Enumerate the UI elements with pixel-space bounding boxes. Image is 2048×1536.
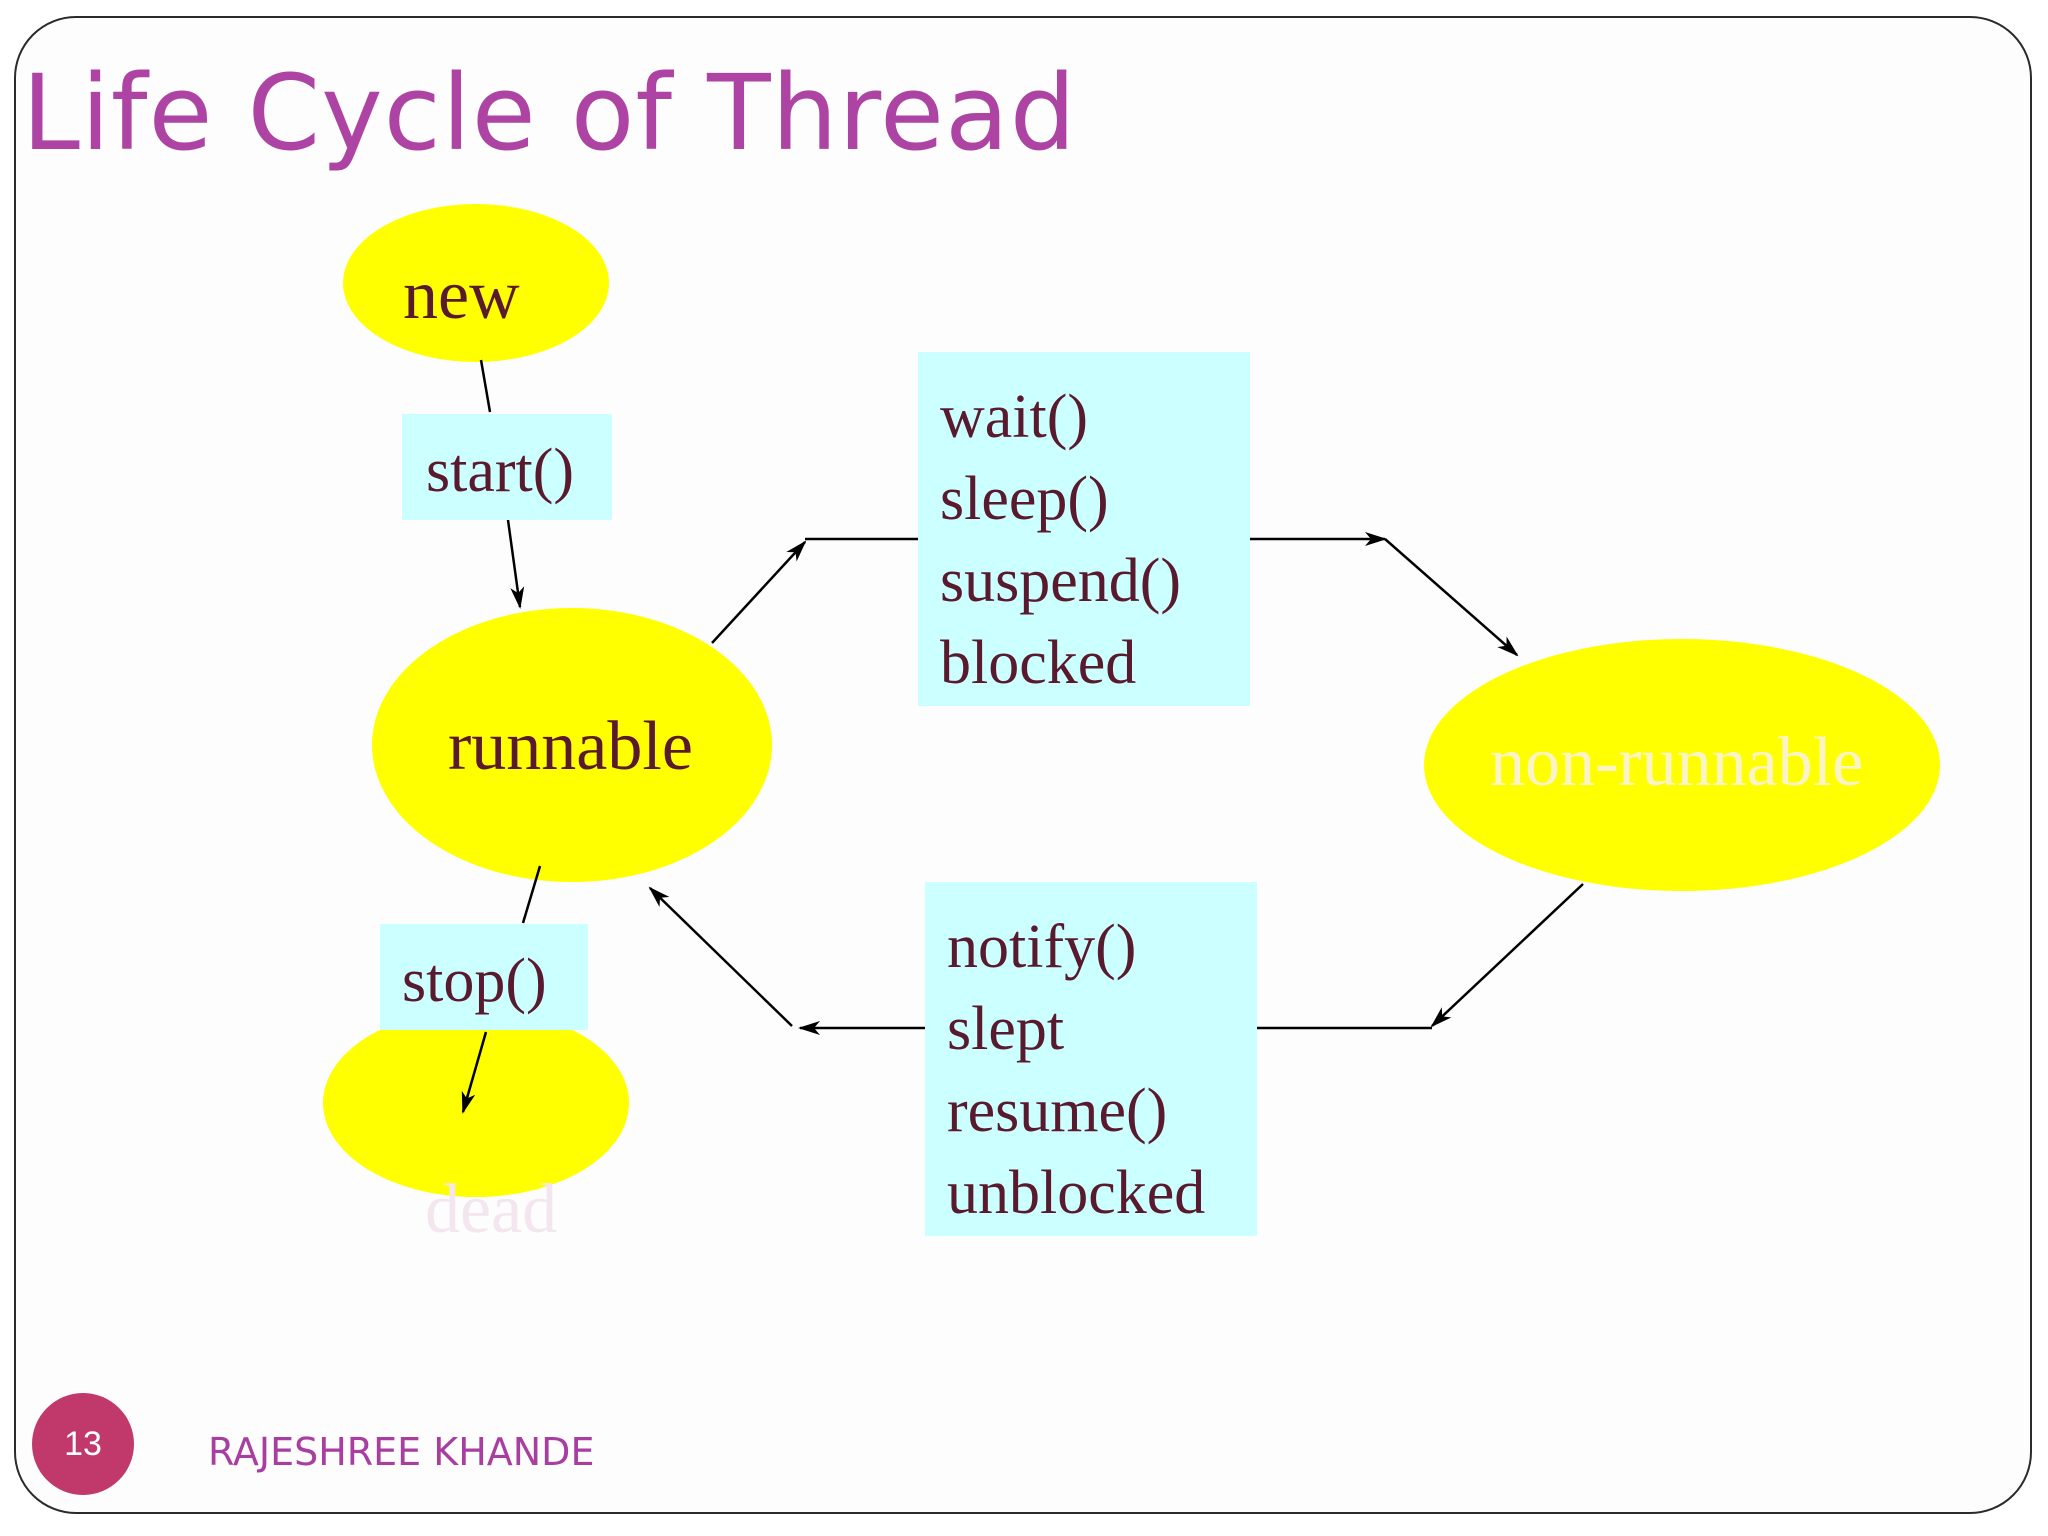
start-method-box: start(): [402, 414, 612, 520]
edge-runnable-to-wait-diagonal: [711, 540, 807, 644]
notify-method-label: notify(): [947, 913, 1137, 981]
stop-method-box: stop(): [380, 924, 588, 1030]
author-name: RAJESHREE KHANDE: [208, 1430, 595, 1474]
resume-method-label: resume(): [947, 1077, 1168, 1145]
to-non-runnable-box: wait() sleep() suspend() blocked: [918, 352, 1250, 706]
sleep-method-label: sleep(): [940, 465, 1109, 533]
unblocked-label: unblocked: [947, 1159, 1206, 1227]
page-number-badge: 13: [32, 1393, 134, 1495]
edge-notify-to-runnable-diagonal: [648, 886, 793, 1027]
state-non-runnable: [1424, 639, 1940, 891]
to-runnable-box: notify() slept resume() unblocked: [925, 882, 1257, 1236]
stop-method-label: stop(): [402, 947, 547, 1015]
edge-stop-to-dead: [461, 1031, 488, 1114]
state-new: [343, 204, 609, 362]
blocked-label: blocked: [940, 629, 1137, 697]
state-runnable: [372, 608, 772, 882]
state-runnable-label: runnable: [448, 708, 693, 785]
edge-start-to-runnable: [506, 519, 525, 609]
edge-new-to-start: [479, 359, 492, 413]
slide-title: Life Cycle of Thread: [22, 52, 1077, 174]
state-dead: [323, 1009, 629, 1197]
edge-runnable-to-stop: [521, 865, 542, 924]
edge-nonrunnable-to-notify-diagonal: [1430, 883, 1584, 1028]
wait-method-label: wait(): [940, 383, 1089, 451]
slept-label: slept: [947, 995, 1065, 1063]
suspend-method-label: suspend(): [940, 547, 1182, 615]
state-non-runnable-label: non-runnable: [1490, 724, 1863, 801]
start-method-label: start(): [426, 437, 575, 505]
edge-wait-to-nonrunnable-diagonal: [1384, 538, 1519, 657]
page-number: 13: [64, 1424, 102, 1463]
state-new-label: new: [403, 257, 520, 334]
state-dead-label: dead: [425, 1171, 557, 1248]
